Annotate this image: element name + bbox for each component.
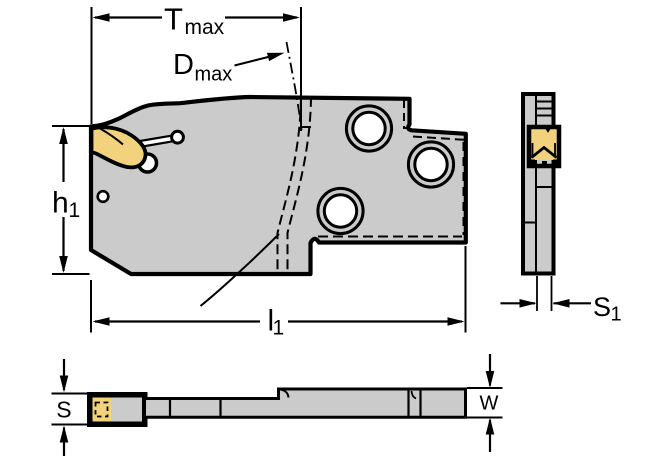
- svg-text:1: 1: [273, 317, 285, 340]
- svg-text:l: l: [268, 305, 275, 338]
- svg-text:D: D: [173, 49, 194, 81]
- svg-text:S: S: [593, 292, 611, 322]
- svg-text:W: W: [480, 393, 499, 415]
- svg-text:1: 1: [69, 199, 81, 222]
- svg-text:S: S: [56, 396, 71, 422]
- svg-text:max: max: [185, 16, 225, 39]
- svg-text:T: T: [164, 2, 183, 37]
- svg-text:h: h: [52, 187, 69, 220]
- svg-text:max: max: [195, 64, 233, 86]
- svg-text:1: 1: [611, 304, 622, 326]
